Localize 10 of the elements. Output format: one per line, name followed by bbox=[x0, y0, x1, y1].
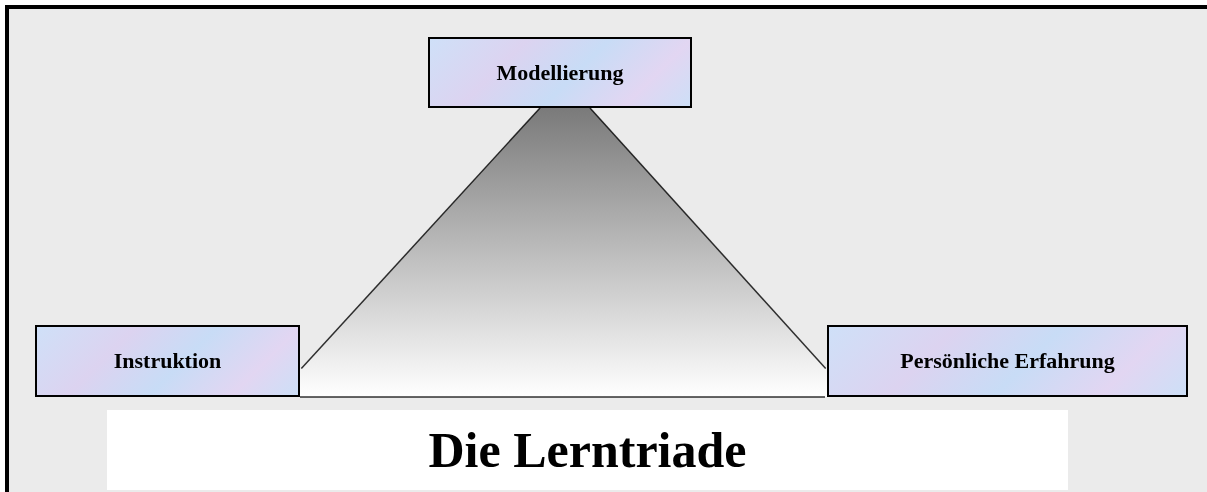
connector-line bbox=[300, 107, 541, 370]
title: Die Lerntriade bbox=[107, 410, 1068, 490]
box-label: Persönliche Erfahrung bbox=[900, 348, 1115, 374]
connector-line bbox=[299, 396, 826, 398]
concept-box bbox=[35, 325, 300, 397]
concept-box bbox=[428, 37, 692, 108]
box-label: Modellierung bbox=[496, 59, 624, 86]
box-label: Instruktion bbox=[113, 348, 222, 374]
connector-line bbox=[589, 107, 827, 370]
concept-box bbox=[827, 325, 1188, 397]
